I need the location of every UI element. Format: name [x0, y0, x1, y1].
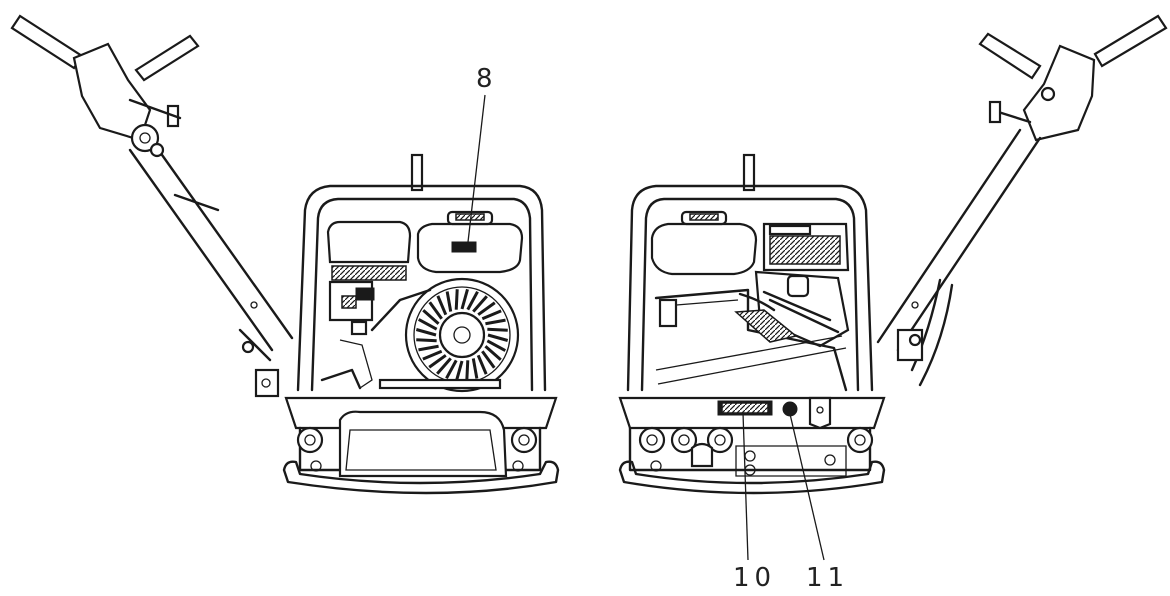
callout-label-10: 10	[733, 563, 777, 593]
right-side-view	[618, 14, 1168, 495]
leader-line-10	[742, 412, 749, 561]
left-handle	[10, 14, 294, 398]
callout-label-8: 8	[476, 64, 498, 94]
right-guard-frame	[626, 153, 874, 392]
left-side-view	[10, 14, 560, 495]
leader-line-8	[467, 94, 486, 243]
callout-leaders	[467, 94, 825, 561]
left-engine	[320, 210, 524, 393]
left-guard-frame	[296, 153, 547, 392]
right-handle	[876, 14, 1168, 387]
starter-fins	[415, 288, 509, 382]
left-base-plate	[282, 396, 560, 495]
callout-label-11: 11	[806, 563, 850, 593]
leader-line-11	[789, 413, 825, 561]
right-base-plate	[618, 396, 886, 495]
decal-11	[782, 401, 798, 417]
right-engine	[650, 210, 850, 392]
